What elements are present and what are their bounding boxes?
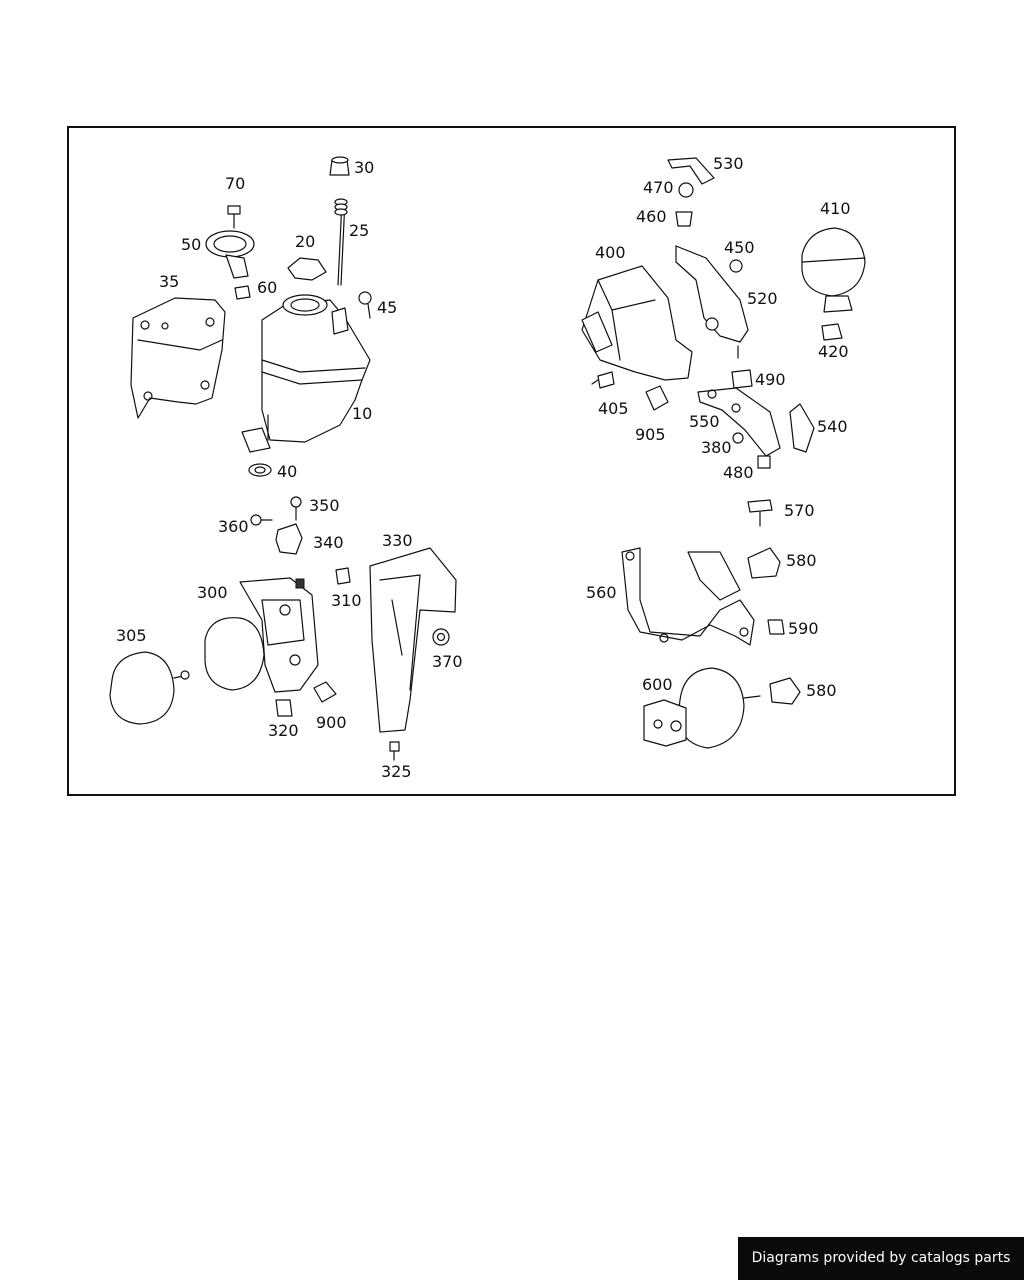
- valve-group: [581, 157, 866, 469]
- part-label: 905: [635, 425, 666, 444]
- part-label: 35: [159, 272, 179, 291]
- part-label: 410: [820, 199, 851, 218]
- part-label: 380: [701, 438, 732, 457]
- part-label: 420: [818, 342, 849, 361]
- part-label: 305: [116, 626, 147, 645]
- part-label: 330: [382, 531, 413, 550]
- part-label: 530: [713, 154, 744, 173]
- part-label: 20: [295, 232, 315, 251]
- part-label: 40: [277, 462, 297, 481]
- carrier-group: [621, 499, 801, 749]
- part-label: 450: [724, 238, 755, 257]
- part-label: 600: [642, 675, 673, 694]
- part-label: 900: [316, 713, 347, 732]
- part-label: 60: [257, 278, 277, 297]
- part-label: 550: [689, 412, 720, 431]
- part-label: 590: [788, 619, 819, 638]
- part-label: 490: [755, 370, 786, 389]
- part-label: 320: [268, 721, 299, 740]
- part-label: 580: [806, 681, 837, 700]
- part-label: 325: [381, 762, 412, 781]
- part-label: 370: [432, 652, 463, 671]
- part-label: 480: [723, 463, 754, 482]
- part-label: 560: [586, 583, 617, 602]
- part-label: 310: [331, 591, 362, 610]
- part-label: 350: [309, 496, 340, 515]
- part-label: 460: [636, 207, 667, 226]
- part-label: 400: [595, 243, 626, 262]
- part-label: 405: [598, 399, 629, 418]
- part-label: 70: [225, 174, 245, 193]
- part-label: 45: [377, 298, 397, 317]
- credit-badge: Diagrams provided by catalogs parts: [738, 1237, 1024, 1280]
- part-label: 10: [352, 404, 372, 423]
- reservoir-group: [130, 156, 372, 477]
- part-label: 580: [786, 551, 817, 570]
- part-labels: 10 20 25 30 35 40 45 50 60 70 300 305 31…: [116, 154, 851, 781]
- part-label: 360: [218, 517, 249, 536]
- part-label: 570: [784, 501, 815, 520]
- part-label: 470: [643, 178, 674, 197]
- part-label: 340: [313, 533, 344, 552]
- part-label: 50: [181, 235, 201, 254]
- part-label: 300: [197, 583, 228, 602]
- pump-group: [109, 496, 457, 761]
- part-label: 540: [817, 417, 848, 436]
- part-label: 30: [354, 158, 374, 177]
- part-label: 520: [747, 289, 778, 308]
- part-label: 25: [349, 221, 369, 240]
